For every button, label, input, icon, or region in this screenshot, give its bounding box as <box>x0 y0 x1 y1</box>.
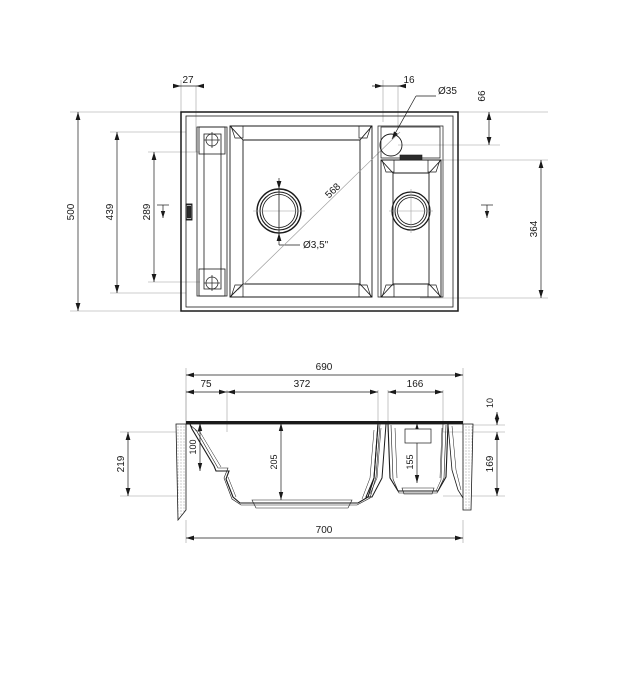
dim-66-label: 66 <box>477 90 488 102</box>
dim-372: 372 <box>227 379 378 395</box>
dim-690-label: 690 <box>316 362 333 373</box>
dim-439: 439 <box>105 132 120 293</box>
dim-439-label: 439 <box>105 203 116 220</box>
top-view-centre-tick <box>157 204 169 218</box>
sink-top-outline <box>180 111 459 312</box>
main-bowl-top <box>229 125 373 298</box>
dim-169-label: 169 <box>485 455 496 472</box>
dim-155-label: 155 <box>405 454 415 469</box>
dim-100: 100 <box>188 423 203 471</box>
dim-700-label: 700 <box>316 525 333 536</box>
dim-166-label: 166 <box>407 379 424 390</box>
dim-364-label: 364 <box>529 220 540 237</box>
tap-hole <box>379 133 403 157</box>
dim-500-label: 500 <box>66 203 77 220</box>
dim-289-label: 289 <box>142 203 153 220</box>
dim-289: 289 <box>142 152 157 282</box>
worktop-cutaway <box>175 423 474 522</box>
small-bowl-top <box>377 125 444 298</box>
dim-27-label: 27 <box>182 75 194 86</box>
small-bowl-section <box>387 423 464 499</box>
dim-169: 169 <box>485 432 500 496</box>
dim-drain-diameter-label: Ø3,5" <box>303 240 329 251</box>
top-view-right-centre-tick <box>481 204 493 218</box>
dim-372-label: 372 <box>294 379 311 390</box>
dim-100-label: 100 <box>188 439 198 454</box>
small-drain <box>389 189 433 233</box>
dim-219-label: 219 <box>116 455 127 472</box>
dim-364: 364 <box>529 160 544 298</box>
top-view-extension-lines <box>70 80 548 312</box>
dim-219: 219 <box>116 432 131 496</box>
dim-16-label: 16 <box>403 75 415 86</box>
dim-10-label: 10 <box>485 398 495 408</box>
dim-700: 700 <box>186 525 463 541</box>
dim-500: 500 <box>66 112 81 311</box>
top-view-group: 500 439 289 <box>66 75 548 312</box>
dim-10: 10 <box>485 398 500 425</box>
dim-tap-hole-label: Ø35 <box>438 86 457 97</box>
dim-205-label: 205 <box>269 454 279 469</box>
dim-27: 27 <box>173 75 204 89</box>
dim-16: 16 <box>372 75 415 89</box>
dim-568-label: 568 <box>323 181 343 201</box>
dim-75: 75 <box>186 379 227 395</box>
dim-690: 690 <box>186 362 463 378</box>
dim-155: 155 <box>404 423 432 483</box>
main-bowl-section <box>186 423 381 509</box>
dim-205: 205 <box>269 423 284 500</box>
dim-drain-diameter: Ø3,5" <box>276 178 329 251</box>
bowl-divider-section <box>365 423 387 498</box>
dim-66: 66 <box>477 90 492 145</box>
dim-166: 166 <box>388 379 443 395</box>
sink-rim-section <box>186 421 463 425</box>
dim-75-label: 75 <box>200 379 212 390</box>
section-view-group: 690 75 372 166 <box>116 362 505 543</box>
